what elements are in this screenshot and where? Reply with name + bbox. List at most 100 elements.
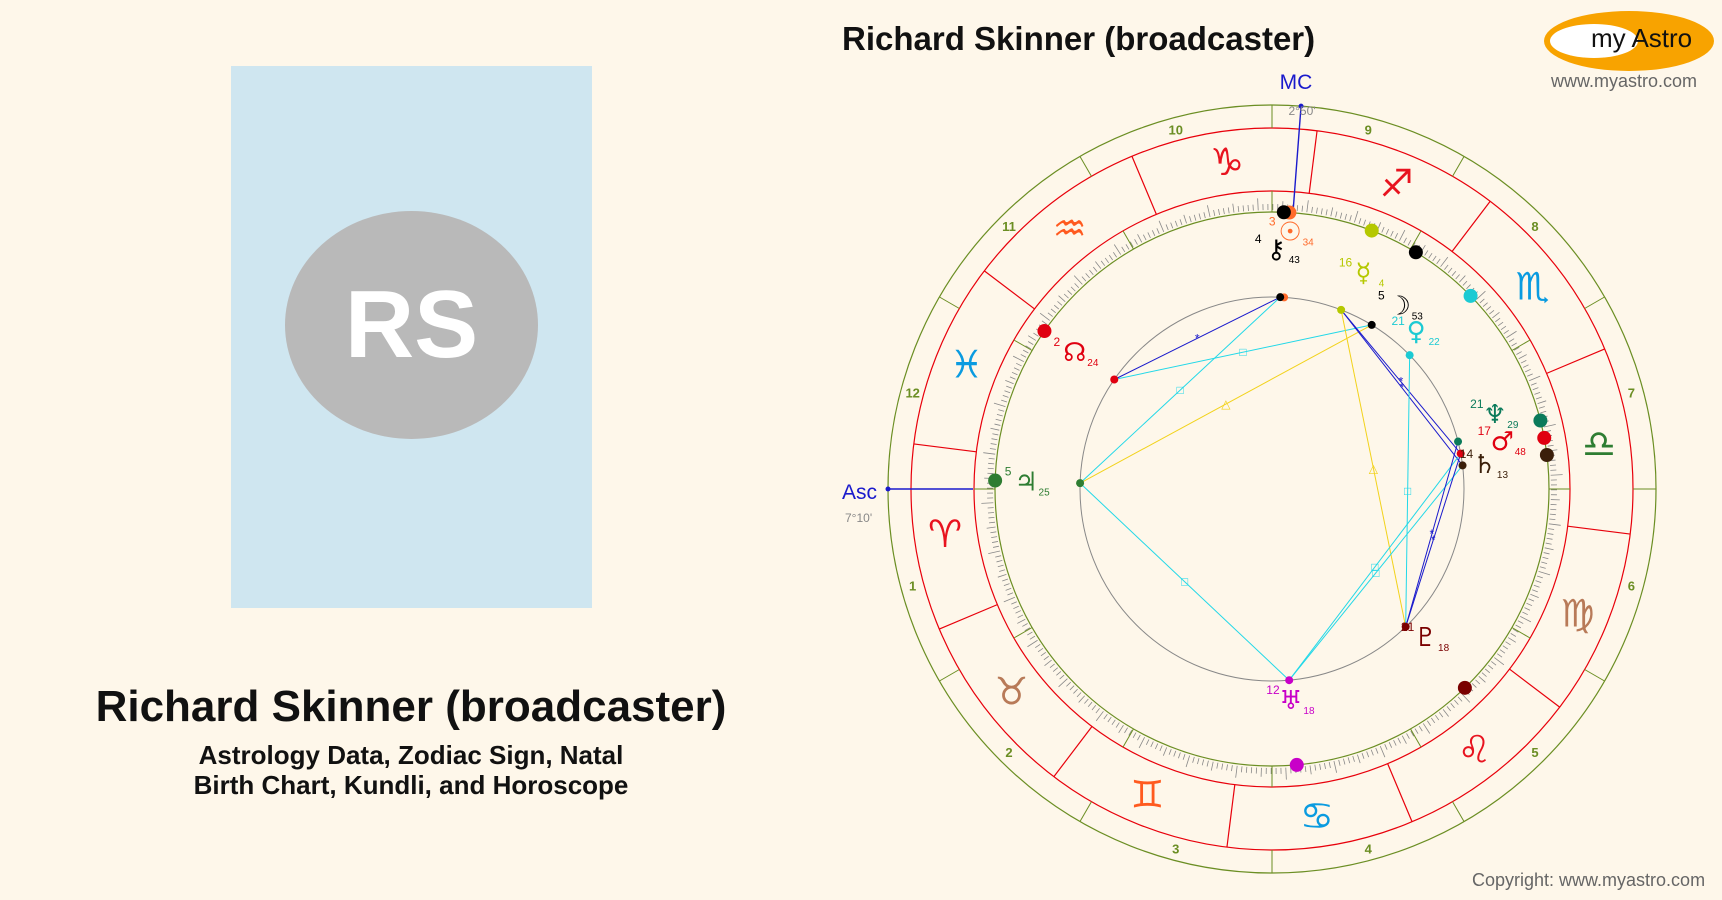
degree-tick [1128, 730, 1133, 736]
north-node-glyph-icon: ☊ [1063, 338, 1086, 368]
planet-minutes: 53 [1412, 311, 1424, 322]
degree-tick [990, 427, 1000, 431]
degree-tick [1520, 616, 1532, 623]
aspect-line-square [1288, 453, 1462, 681]
house-cusp [1410, 230, 1422, 250]
degree-tick [1537, 400, 1547, 404]
degree-tick [1067, 290, 1073, 295]
degree-tick [1339, 212, 1343, 219]
degree-tick [1526, 602, 1533, 607]
degree-tick [1384, 744, 1388, 750]
aspect-line-sextile [1340, 309, 1463, 466]
saturn-glyph-icon: ♄ [1473, 450, 1496, 480]
degree-tick [1532, 589, 1538, 593]
degree-tick [1459, 275, 1466, 283]
degree-tick [1004, 390, 1011, 394]
degree-tick [1518, 354, 1527, 360]
degree-tick [1549, 518, 1556, 521]
moon-glyph-icon: ☽ [1388, 291, 1411, 321]
sign-boundary [1053, 726, 1093, 778]
degree-tick [1454, 699, 1459, 705]
planet-dot-north-node [1037, 324, 1052, 339]
degree-tick [1381, 226, 1385, 233]
degree-tick [1041, 320, 1048, 325]
degree-tick [1192, 756, 1195, 763]
degree-tick [1528, 598, 1535, 602]
degree-tick [1168, 749, 1172, 755]
degree-tick [1511, 342, 1517, 347]
degree-tick [1185, 755, 1191, 768]
degree-tick [1353, 210, 1359, 223]
aspect-point [1401, 622, 1410, 631]
degree-tick [1013, 605, 1019, 610]
degree-tick [1053, 304, 1060, 310]
planet-minutes: 13 [1497, 470, 1509, 481]
degree-tick [1235, 765, 1238, 778]
degree-tick [1033, 332, 1039, 337]
sign-boundary [1546, 348, 1605, 374]
house-cusp [1511, 627, 1531, 639]
degree-tick [1156, 228, 1160, 234]
degree-tick [1125, 244, 1130, 250]
degree-tick [998, 409, 1005, 412]
degree-tick [1203, 212, 1206, 219]
degree-tick [1011, 601, 1017, 605]
degree-tick [1495, 317, 1501, 323]
aspect-symbol: * [1430, 527, 1435, 541]
degree-tick [1533, 584, 1540, 588]
degree-tick [1057, 301, 1063, 306]
degree-tick [1393, 739, 1397, 746]
myastro-logo[interactable]: my Astro [1544, 11, 1714, 71]
aspect-symbol: △ [1221, 397, 1231, 411]
degree-tick [1418, 725, 1423, 732]
degree-tick [988, 516, 995, 519]
planet-minutes: 4 [1379, 279, 1385, 290]
degree-tick [1296, 205, 1299, 212]
planet-degree: 4 [1255, 232, 1262, 246]
site-url-link[interactable]: www.myastro.com [1551, 71, 1698, 91]
degree-tick [1549, 464, 1557, 466]
uranus-glyph-icon: ♅ [1279, 686, 1302, 716]
degree-tick [1091, 705, 1097, 711]
degree-tick [1475, 679, 1481, 685]
degree-tick [1158, 220, 1165, 233]
degree-tick [1043, 655, 1049, 661]
degree-tick [1029, 635, 1036, 640]
degree-tick [1424, 250, 1429, 256]
degree-tick [1507, 637, 1516, 643]
degree-tick [1319, 763, 1322, 770]
degree-tick [1104, 257, 1110, 264]
degree-tick [1510, 633, 1517, 637]
aspect-symbol: △ [1369, 461, 1379, 475]
degree-tick [1132, 732, 1137, 739]
degree-tick [981, 502, 994, 504]
degree-tick [1285, 767, 1287, 780]
degree-tick [1530, 593, 1539, 599]
degree-tick [1535, 580, 1542, 583]
degree-tick [1461, 693, 1471, 703]
sign-boundary [939, 604, 998, 630]
degree-tick [988, 550, 1001, 555]
degree-tick [1003, 583, 1010, 587]
degree-tick [1221, 763, 1224, 770]
degree-tick [1112, 252, 1118, 258]
planet-minutes: 43 [1289, 255, 1301, 266]
degree-tick [1058, 678, 1068, 688]
degree-tick [991, 438, 998, 441]
aspect-point [1337, 305, 1346, 314]
degree-tick [1247, 204, 1249, 212]
avatar: RS [285, 211, 538, 439]
degree-tick [1333, 760, 1338, 773]
mc-degree: 2°50' [1288, 104, 1315, 118]
planet-dot-mercury [1364, 223, 1379, 238]
sign-boundary [1451, 200, 1491, 252]
sun-glyph-icon: ☉ [1279, 218, 1302, 248]
degree-tick [1049, 663, 1055, 669]
degree-tick [1436, 258, 1441, 265]
house-number: 11 [1002, 219, 1016, 234]
planet-dot-saturn [1539, 448, 1554, 463]
degree-tick [1179, 219, 1183, 226]
degree-tick [1338, 759, 1341, 766]
planet-degree: 5 [1378, 288, 1385, 302]
degree-tick [1151, 230, 1156, 236]
